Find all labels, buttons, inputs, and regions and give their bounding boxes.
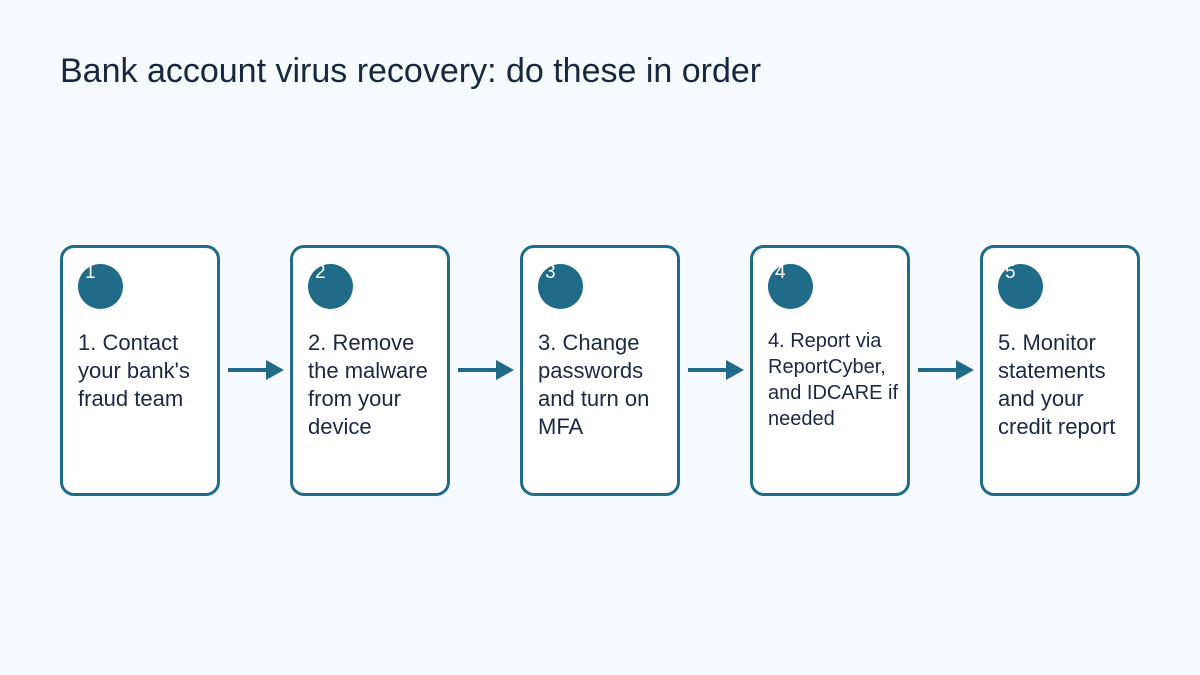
step-label-3: 3. Change passwords and turn on MFA [538, 330, 650, 439]
step-box-5: 5 5. Monitor statements and your credit … [980, 245, 1140, 496]
step-label-2: 2. Remove the malware from your device [308, 330, 428, 439]
step-number-1: 1 [85, 262, 96, 283]
arrow-right-icon [686, 356, 746, 384]
step-badge-3: 3 [538, 262, 583, 309]
arrow-right-icon [226, 356, 286, 384]
arrow-right-icon [916, 356, 976, 384]
arrow-right-icon [456, 356, 516, 384]
step-badge-5: 5 [998, 262, 1043, 309]
step-number-3: 3 [545, 262, 556, 283]
step-badge-2: 2 [308, 262, 353, 309]
step-badge-1: 1 [78, 262, 123, 309]
step-number-4: 4 [775, 262, 786, 283]
step-label-5: 5. Monitor statements and your credit re… [998, 330, 1116, 439]
step-box-1: 1 1. Contact your bank's fraud team [60, 245, 220, 496]
step-label-4: 4. Report via ReportCyber, and IDCARE if… [768, 330, 899, 430]
step-box-3: 3 3. Change passwords and turn on MFA [520, 245, 680, 496]
step-number-2: 2 [315, 262, 326, 283]
step-label-1: 1. Contact your bank's fraud team [78, 330, 190, 411]
step-number-5: 5 [1005, 262, 1016, 283]
page-title: Bank account virus recovery: do these in… [60, 52, 762, 90]
step-box-4: 4 4. Report via ReportCyber, and IDCARE … [750, 245, 910, 496]
step-badge-4: 4 [768, 262, 813, 309]
step-box-2: 2 2. Remove the malware from your device [290, 245, 450, 496]
